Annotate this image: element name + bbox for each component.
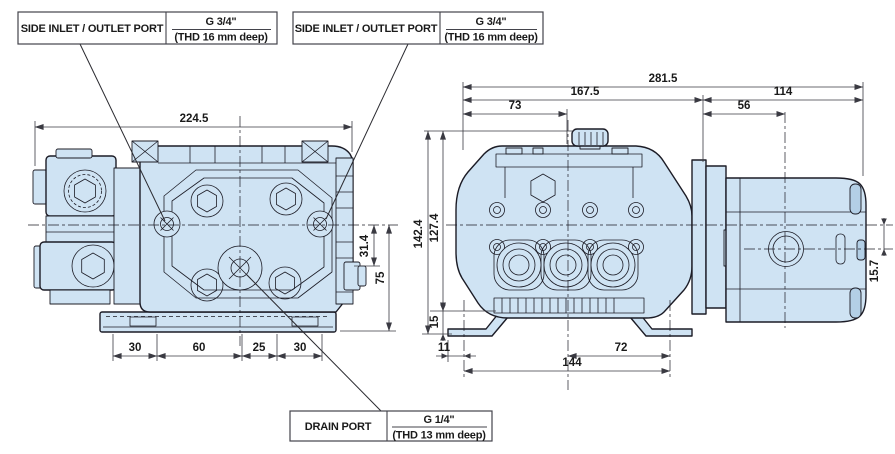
front-view-head xyxy=(455,145,693,319)
dim-bolt-to-center: 72 xyxy=(615,342,628,354)
dim-axis-offset: 15.7 xyxy=(869,260,881,282)
drive-flange xyxy=(691,159,707,315)
front-view-drawing xyxy=(446,112,893,390)
dim-overall-width: 224.5 xyxy=(180,113,209,125)
hex-plug-lower xyxy=(71,244,115,288)
plunger-ports xyxy=(493,239,639,291)
top-cap xyxy=(571,128,609,147)
thread-size: G 3/4" xyxy=(476,16,507,28)
dim-overall-length: 281.5 xyxy=(649,73,678,85)
side-port-callout-right: SIDE INLET / OUTLET PORT G 3/4" (THD 16 … xyxy=(292,11,544,45)
dim-axis-to-base: 75 xyxy=(375,271,387,284)
dim-overall-height: 142.4 xyxy=(413,219,425,248)
thread-depth: (THD 16 mm deep) xyxy=(174,32,268,44)
side-view-manifold xyxy=(32,148,117,305)
leader-drain-port xyxy=(245,273,382,412)
dim-port-axis-offset: 31.4 xyxy=(359,234,371,257)
dim-base-seg-3: 25 xyxy=(253,342,266,354)
side-port-left-boss xyxy=(153,210,181,238)
dim-bolt-span: 144 xyxy=(562,357,582,369)
cover-bolts xyxy=(190,182,303,302)
dim-body-height: 127.4 xyxy=(429,213,441,242)
dim-hub-from-flange: 56 xyxy=(738,100,751,112)
leader-side-port-right xyxy=(325,43,409,220)
hex-plug-upper xyxy=(63,169,107,213)
mount-boss-left xyxy=(131,140,159,163)
dim-port-from-left: 73 xyxy=(509,100,522,112)
thread-size: G 3/4" xyxy=(206,16,237,28)
leader-side-port-left xyxy=(79,43,166,222)
dim-drive-section: 114 xyxy=(774,86,793,98)
dim-pump-section: 167.5 xyxy=(571,86,600,98)
dim-foot-edge-to-bolt: 11 xyxy=(438,342,451,354)
dim-base-seg-1: 30 xyxy=(129,342,142,354)
head-hex-plug xyxy=(530,173,556,203)
dim-foot-height: 15 xyxy=(429,315,441,328)
thread-size: G 1/4" xyxy=(424,414,455,426)
side-port-right-boss xyxy=(306,210,334,238)
callout-title: SIDE INLET / OUTLET PORT xyxy=(295,23,438,35)
dim-base-seg-2: 60 xyxy=(193,342,206,354)
mount-boss-right xyxy=(301,140,329,163)
front-view-dimensions: 281.5 167.5 114 73 56 142.4 127.4 15 11 … xyxy=(413,73,887,374)
thread-depth: (THD 16 mm deep) xyxy=(444,32,538,44)
dim-base-seg-4: 30 xyxy=(294,342,307,354)
callout-title: SIDE INLET / OUTLET PORT xyxy=(21,23,164,35)
side-view-drawing xyxy=(28,116,398,346)
side-port-callout-left: SIDE INLET / OUTLET PORT G 3/4" (THD 16 … xyxy=(17,11,278,45)
thread-depth: (THD 13 mm deep) xyxy=(392,430,486,442)
drain-port-callout: DRAIN PORT G 1/4" (THD 13 mm deep) xyxy=(289,410,493,442)
side-view-dimensions: 224.5 31.4 75 30 60 25 30 xyxy=(34,113,396,361)
callout-title: DRAIN PORT xyxy=(305,421,372,433)
